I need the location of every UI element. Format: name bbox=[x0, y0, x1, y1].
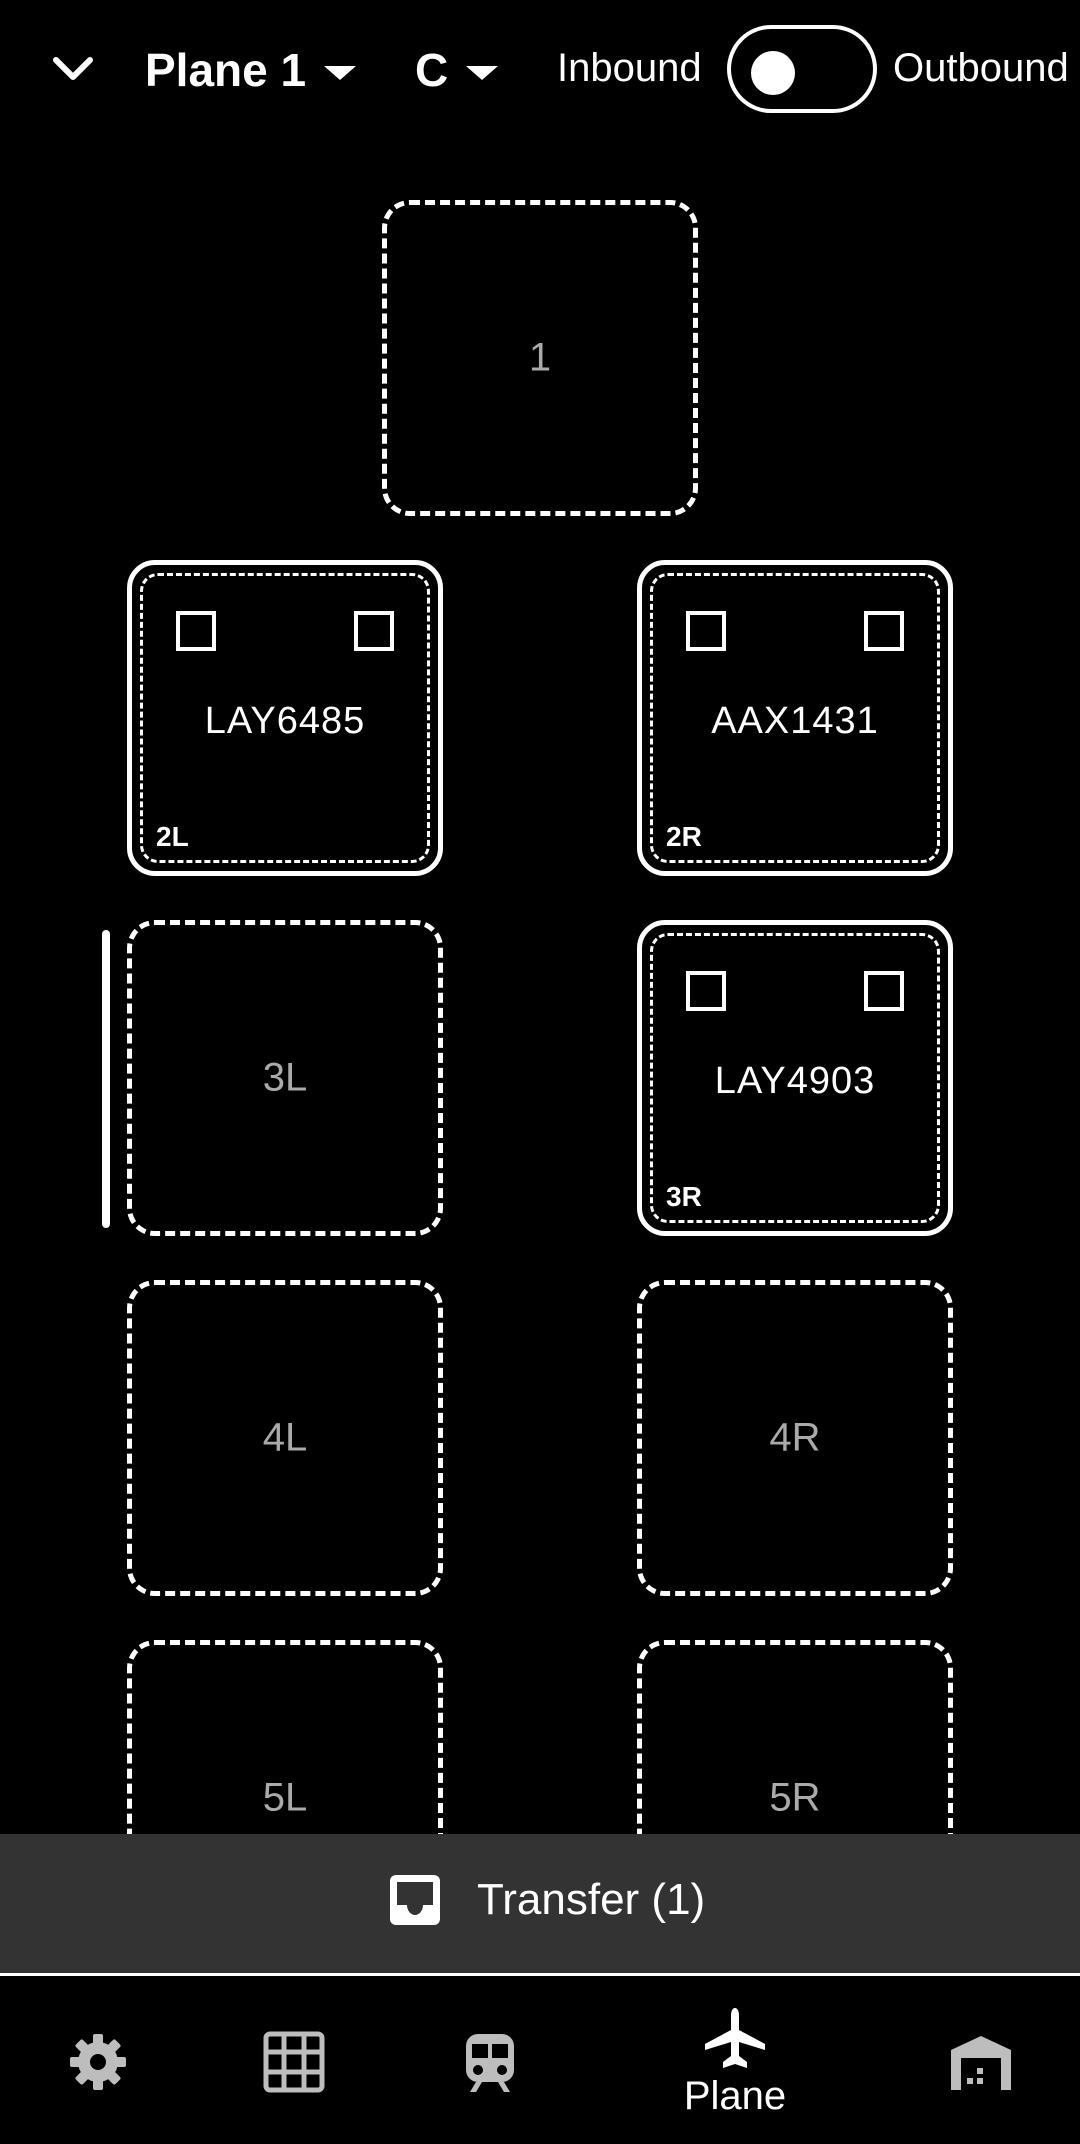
nav-plane-label: Plane bbox=[683, 2073, 787, 2118]
slot-label: 3L bbox=[262, 1055, 308, 1100]
nav-warehouse[interactable] bbox=[931, 1980, 1031, 2144]
slot-checkbox-right[interactable] bbox=[864, 971, 904, 1011]
transfer-button[interactable]: Transfer (1) bbox=[0, 1834, 1080, 1976]
slot-2r[interactable]: AAX1431 2R bbox=[637, 560, 953, 876]
slot-position: 2R bbox=[666, 821, 702, 852]
bottom-navigation: Plane bbox=[0, 1980, 1080, 2144]
slot-4r[interactable]: 4R bbox=[637, 1280, 953, 1596]
chevron-down-icon[interactable] bbox=[48, 48, 98, 92]
flight-number: LAY4903 bbox=[714, 1060, 876, 1102]
transfer-label: Transfer (1) bbox=[477, 1875, 706, 1924]
plane-dropdown-value: Plane 1 bbox=[145, 44, 307, 96]
slot-label: 4R bbox=[769, 1415, 821, 1460]
gate-dropdown-value: C bbox=[415, 44, 449, 96]
slot-inner-border bbox=[650, 933, 940, 1223]
warehouse-icon bbox=[951, 2036, 1011, 2090]
slot-1[interactable]: 1 bbox=[382, 200, 698, 516]
slot-checkbox-left[interactable] bbox=[686, 611, 726, 651]
toggle-knob bbox=[751, 51, 795, 95]
selection-indicator bbox=[102, 930, 110, 1228]
slot-checkbox-left[interactable] bbox=[686, 971, 726, 1011]
slot-inner-border bbox=[650, 573, 940, 863]
nav-plane[interactable]: Plane bbox=[650, 1980, 820, 2144]
airplane-icon bbox=[705, 2007, 765, 2068]
nav-settings[interactable] bbox=[48, 1980, 148, 2144]
top-bar: Plane 1 C Inbound Outbound bbox=[0, 0, 1080, 140]
slot-2l[interactable]: LAY6485 2L bbox=[127, 560, 443, 876]
slot-position: 3R bbox=[666, 1181, 702, 1212]
flight-number: LAY6485 bbox=[204, 700, 366, 742]
slot-label: 5L bbox=[262, 1775, 308, 1820]
slot-3r[interactable]: LAY4903 3R bbox=[637, 920, 953, 1236]
plane-dropdown[interactable]: Plane 1 bbox=[145, 38, 357, 102]
flight-number: AAX1431 bbox=[711, 700, 879, 742]
slot-inner-border bbox=[140, 573, 430, 863]
gate-dropdown[interactable]: C bbox=[415, 38, 499, 102]
direction-toggle[interactable] bbox=[727, 25, 877, 113]
gear-icon bbox=[70, 2034, 126, 2090]
slot-label: 5R bbox=[769, 1775, 821, 1820]
slot-3l[interactable]: 3L bbox=[127, 920, 443, 1236]
grid-icon bbox=[263, 2031, 325, 2093]
train-icon bbox=[466, 2034, 514, 2092]
nav-train[interactable] bbox=[440, 1980, 540, 2144]
caret-down-icon bbox=[466, 66, 499, 80]
slot-checkbox-right[interactable] bbox=[864, 611, 904, 651]
slot-label: 1 bbox=[528, 335, 552, 380]
slot-4l[interactable]: 4L bbox=[127, 1280, 443, 1596]
inbox-icon bbox=[390, 1875, 440, 1925]
outbound-label: Outbound bbox=[893, 46, 1069, 90]
caret-down-icon bbox=[324, 66, 357, 80]
inbound-label: Inbound bbox=[557, 46, 702, 90]
nav-grid[interactable] bbox=[244, 1980, 344, 2144]
slot-checkbox-left[interactable] bbox=[176, 611, 216, 651]
slot-checkbox-right[interactable] bbox=[354, 611, 394, 651]
slot-position: 2L bbox=[156, 821, 189, 852]
slot-label: 4L bbox=[262, 1415, 308, 1460]
